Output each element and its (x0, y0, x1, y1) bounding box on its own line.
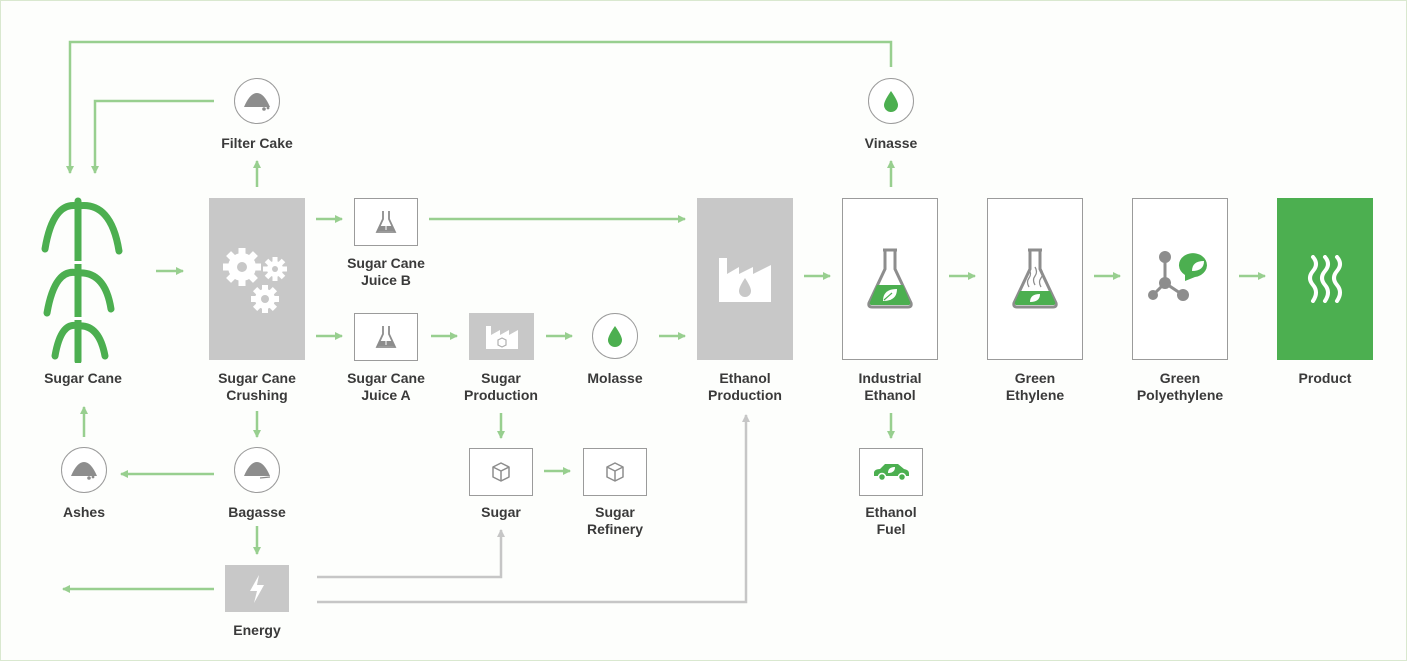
bagasse-node (234, 447, 280, 493)
ashes-node (61, 447, 107, 493)
flask-icon (375, 211, 397, 233)
vinasse-node (868, 78, 914, 124)
energy-node (225, 565, 289, 612)
bagasse-label: Bagasse (228, 504, 286, 520)
filter-cake-label: Filter Cake (221, 135, 293, 151)
product-label: Product (1298, 370, 1352, 386)
arrow-energy-to-sugar (317, 529, 505, 579)
lightning-icon (250, 574, 264, 603)
sugar-cane-juice-a-node (354, 313, 418, 361)
cube-icon (606, 462, 624, 482)
industrial-ethanol-label: Industrial Ethanol (858, 370, 922, 403)
sugar-cane-label: Sugar Cane (44, 370, 122, 386)
flask-icon (375, 326, 397, 348)
sugar-cane-plant-icon (41, 197, 123, 365)
sugar-cane-crushing-label: Sugar Cane Crushing (218, 370, 296, 403)
ashes-label: Ashes (62, 504, 106, 520)
ethanol-fuel-node (859, 448, 923, 496)
ethanol-production-label: Ethanol Production (708, 370, 782, 403)
powder-pile-icon (244, 462, 271, 479)
green-ethylene-label: Green Ethylene (1005, 370, 1065, 403)
factory-drop-icon (719, 258, 771, 302)
green-polyethylene-node (1132, 198, 1228, 360)
sugar-cane-juice-b-label: Sugar Cane Juice B (347, 255, 425, 288)
green-polyethylene-label: Green Polyethylene (1136, 370, 1224, 403)
arrow-vinasse-to-sugar-cane (66, 40, 893, 174)
molasse-node (592, 313, 638, 359)
sugar-node (469, 448, 533, 496)
sugar-cane-crushing-node (209, 198, 305, 360)
car-leaf-icon (874, 464, 909, 482)
vinasse-label: Vinasse (864, 135, 918, 151)
droplet-icon (608, 326, 622, 347)
gears-icon (223, 248, 287, 313)
industrial-ethanol-node (842, 198, 938, 360)
flask-leaf-icon (867, 248, 913, 309)
flask-vapor-leaf-icon (1012, 248, 1058, 309)
sugar-production-label: Sugar Production (464, 370, 538, 403)
product-node (1277, 198, 1373, 360)
molasse-label: Molasse (587, 370, 643, 386)
powder-pile-icon (71, 462, 97, 480)
filter-cake-node (234, 78, 280, 124)
sugar-refinery-node (583, 448, 647, 496)
arrow-energy-to-ethanol (317, 414, 750, 604)
sugar-cane-plant (33, 191, 129, 365)
wavy-lines-icon (1308, 255, 1342, 303)
sugar-cane-juice-a-label: Sugar Cane Juice A (347, 370, 425, 403)
factory-icon (485, 325, 518, 349)
arrow-filter-cake-to-sugar-cane (91, 99, 214, 174)
powder-pile-icon (244, 93, 270, 111)
green-ethylene-node (987, 198, 1083, 360)
sugar-cane-juice-b-node (354, 198, 418, 246)
sugar-production-node (469, 313, 534, 360)
ethanol-fuel-label: Ethanol Fuel (865, 504, 917, 537)
ethanol-production-node (697, 198, 793, 360)
sugar-label: Sugar (481, 504, 521, 520)
droplet-icon (884, 91, 898, 112)
sugar-refinery-label: Sugar Refinery (586, 504, 644, 537)
molecule-leaf-icon (1148, 251, 1207, 301)
cube-icon (492, 462, 510, 482)
energy-label: Energy (233, 622, 281, 638)
